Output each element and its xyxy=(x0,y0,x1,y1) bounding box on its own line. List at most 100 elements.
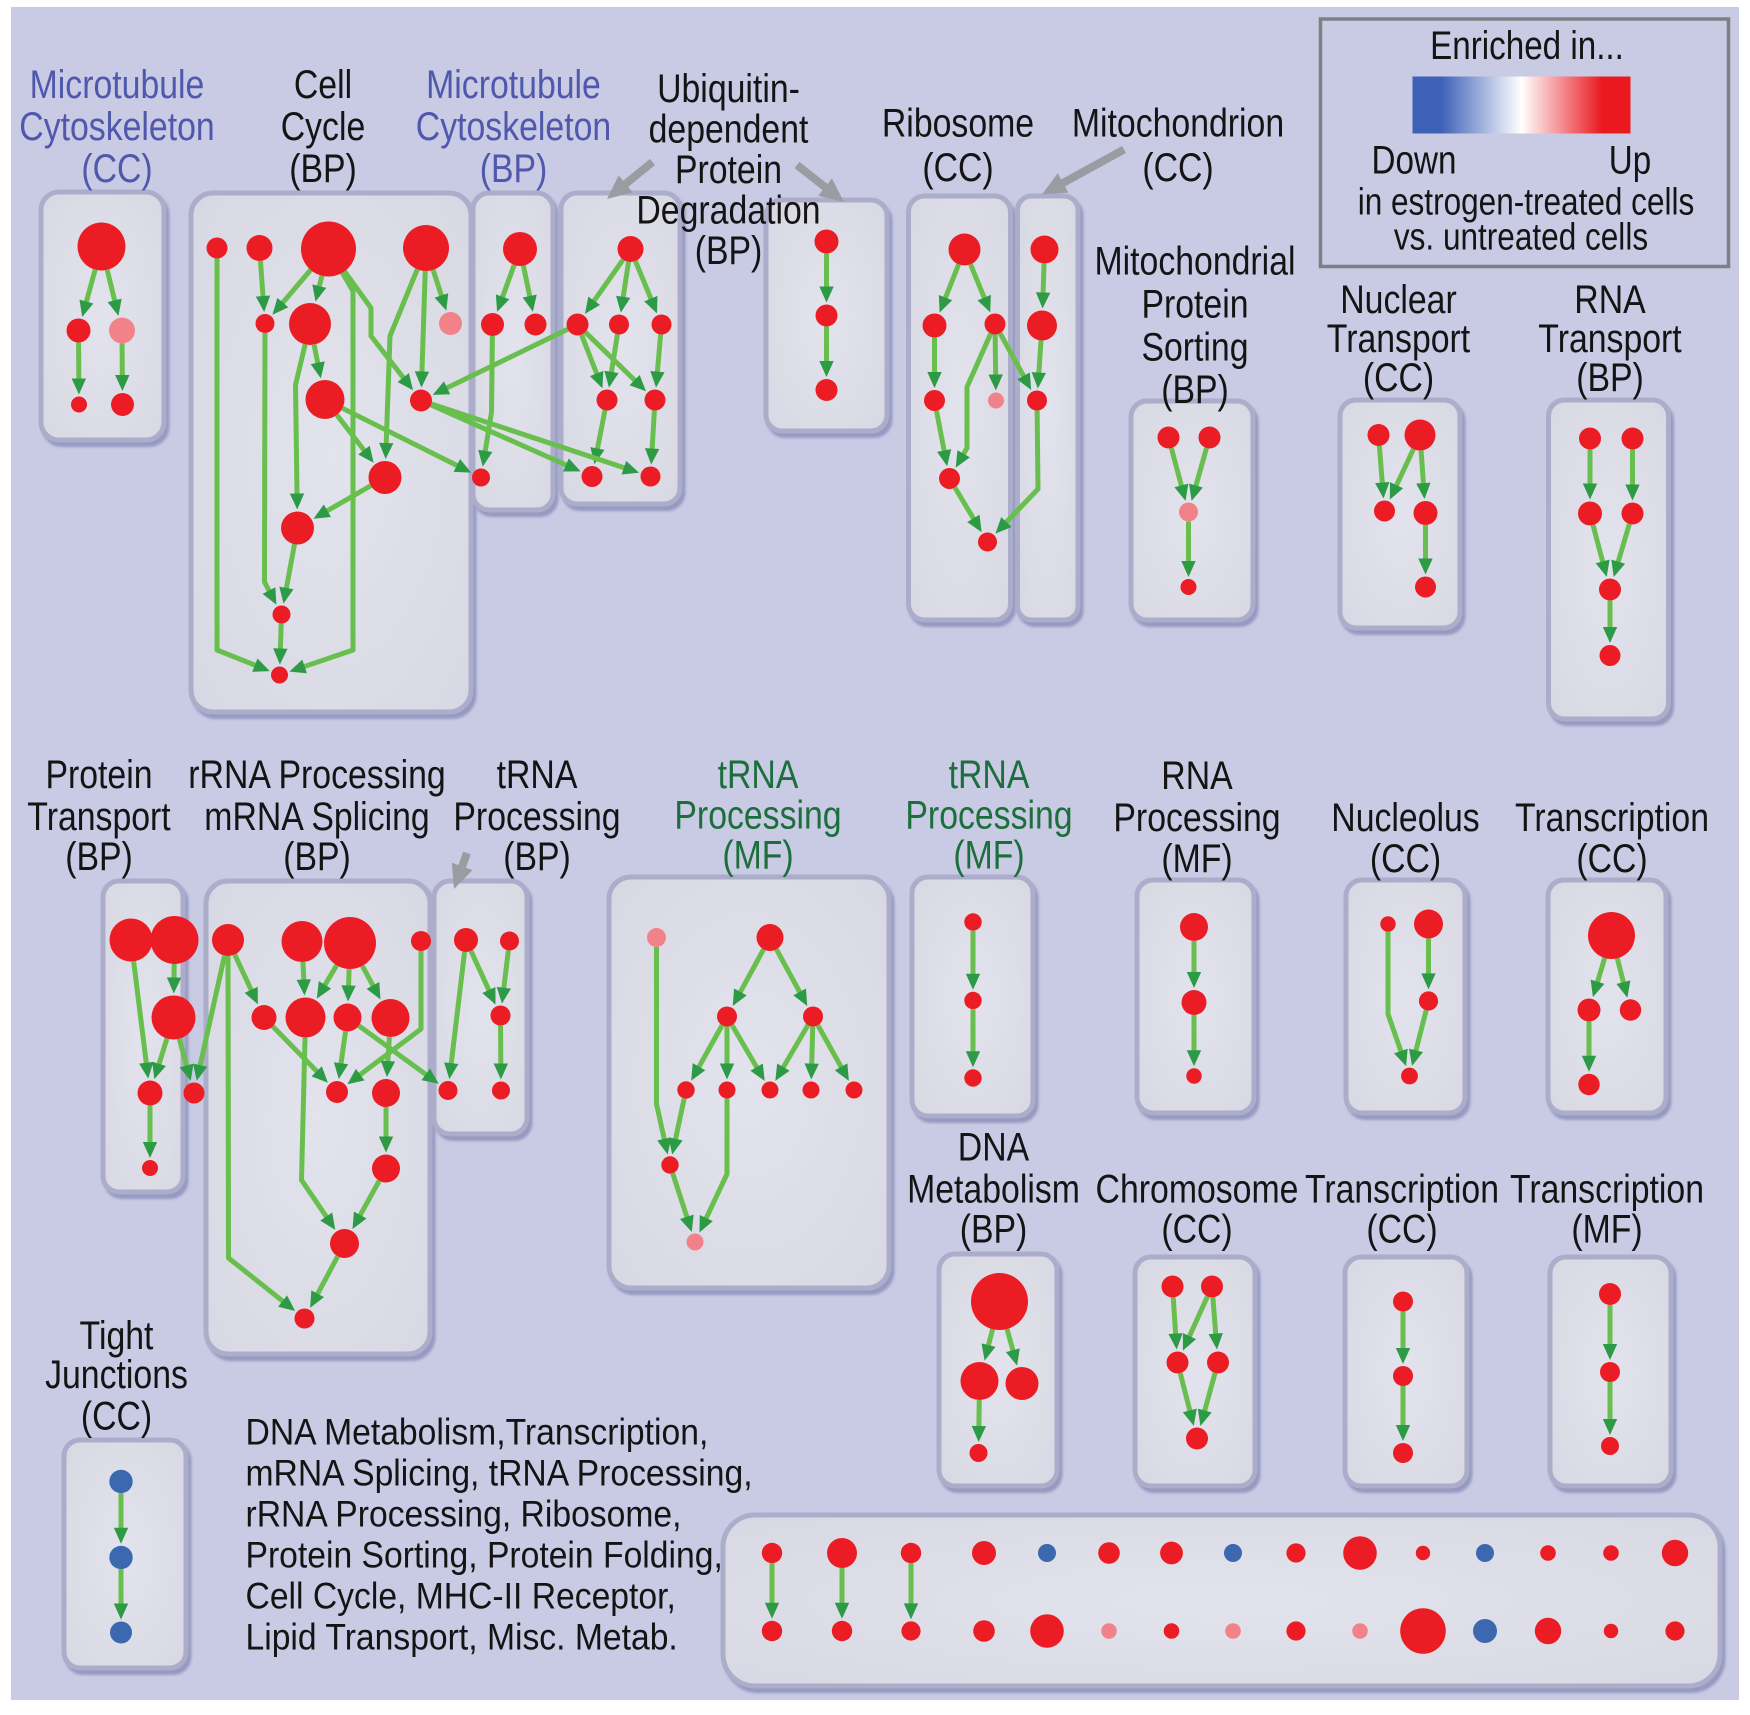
edge-trna-processing-bp-b1-b3-shaft xyxy=(468,949,493,994)
node-nucleolus-cc-l2 xyxy=(1414,909,1443,939)
edge-rrna-processing-mrna-splicing-bp-e11-e12-arrowhead xyxy=(352,1211,367,1230)
edge-trna-processing-bp-b2-b3-shaft xyxy=(501,950,511,991)
edge-rna-transport-bp-s3-s5-arrowhead xyxy=(1595,559,1610,577)
edge-cell-cycle-bp-c10-c11-shaft xyxy=(323,483,372,515)
edge-ubiquitin-degradation-left-u3-u5-shaft xyxy=(654,334,664,375)
edge-rrna-processing-mrna-splicing-bp-e1-e5-arrowhead xyxy=(244,986,258,1005)
label-nuclear-transport-cc-line-2: (CC) xyxy=(1363,356,1434,400)
edge-cell-cycle-bp-c4-c7-shaft xyxy=(430,269,445,300)
label-microtubule-cytoskeleton-bp-line-0: Microtubule xyxy=(426,63,601,107)
node-rna-processing-mf-k3 xyxy=(1186,1068,1202,1084)
label-mitochondrial-protein-sorting-bp-line-0: Mitochondrial xyxy=(1095,240,1296,284)
edge-ubiquitin-degradation-left-u1-u5-arrowhead xyxy=(629,374,647,392)
edge-ribosome-cc-r1-r3-arrowhead xyxy=(977,294,991,313)
edge-protein-transport-bp-q2-q3-arrowhead xyxy=(166,977,182,994)
edge-mitochondrion-cc-m1-m2-arrowhead xyxy=(1035,292,1051,309)
edge-ubiquitin-degradation-left-u0-u3-shaft xyxy=(633,260,655,303)
edge-transcription-cc-lower-y2-y3-arrowhead xyxy=(1395,1425,1411,1441)
node-trna-processing-mf-small-h1 xyxy=(964,913,982,931)
label-transcription-cc-lower-line-1: (CC) xyxy=(1366,1208,1437,1252)
edge-cross-mitochondrion-cc-m3-ribosome-cc-r7-shaft xyxy=(1002,410,1041,526)
edge-nuclear-transport-cc-n2-n3-shaft xyxy=(1393,447,1416,489)
node-ribosome-cc-r4 xyxy=(924,390,945,411)
node-rna-transport-bp-s5 xyxy=(1599,578,1621,601)
edge-microtubule-cytoskeleton-cc-a1-a3-shaft xyxy=(104,269,118,304)
edge-trna-processing-mf-large-g4-g7-shaft xyxy=(779,1023,811,1071)
cluster-box-microtubule-cytoskeleton-cc xyxy=(38,189,167,443)
label-trna-processing-bp-line-0: tRNA xyxy=(497,753,578,797)
edge-cell-cycle-bp-c8-c10-shaft xyxy=(334,413,368,455)
edge-rna-transport-bp-s3-s5-shaft xyxy=(1590,524,1606,565)
edge-rrna-processing-mrna-splicing-bp-e5-e9-shaft xyxy=(270,1024,321,1076)
edge-ribosome-cc-r4-r6-arrowhead xyxy=(937,449,952,467)
edge-trna-processing-bp-b3-b5-arrowhead xyxy=(493,1063,509,1080)
edge-cell-cycle-bp-c5-c12-shaft xyxy=(262,332,273,595)
text-block-line-1: mRNA Splicing, tRNA Processing, xyxy=(246,1453,753,1494)
node-cell-cycle-bp-c8 xyxy=(305,380,345,419)
edge-mitochondrion-cc-m1-m2-shaft xyxy=(1040,263,1047,296)
legend-caption-line2: vs. untreated cells xyxy=(1394,217,1648,259)
edge-rna-transport-bp-s1-s3-arrowhead xyxy=(1582,483,1598,500)
edge-microtubule-cytoskeleton-cc-a2-a4-arrowhead xyxy=(71,378,87,395)
edge-chromosome-cc-x4-x5-arrowhead xyxy=(1197,1408,1212,1426)
edge-chromosome-cc-x4-x5-shaft xyxy=(1201,1372,1218,1415)
edge-microtubule-cytoskeleton-bp-t1-t3-arrowhead xyxy=(522,294,537,312)
edge-cell-cycle-bp-c3-c13-shaft xyxy=(300,271,356,670)
cluster-box-rrna-processing-mrna-splicing-bp xyxy=(203,878,433,1357)
edge-trna-processing-mf-large-g4-g9-shaft xyxy=(815,1024,845,1071)
grey-arrow-ubiquitin-to-left-box-shaft xyxy=(619,158,656,190)
node-tight-junctions-cc-j1 xyxy=(109,1469,133,1494)
node-misc-bottom-mb1 xyxy=(761,1620,783,1642)
node-nuclear-transport-cc-n3 xyxy=(1374,500,1395,522)
edge-cross-rrna-processing-mrna-splicing-bp-e1-protein-transport-bp-q5-arrowhead xyxy=(193,1063,208,1081)
edge-rrna-processing-mrna-splicing-bp-e6-e12-shaft xyxy=(299,1037,331,1221)
edge-cross-ubiquitin-degradation-left-u1-cell-cycle-bp-c9-arrowhead xyxy=(432,381,451,395)
node-transcription-cc-lower-y3 xyxy=(1393,1443,1413,1463)
edge-protein-transport-bp-q3-q4-shaft xyxy=(155,1037,170,1068)
label-rna-transport-bp-line-1: Transport xyxy=(1538,317,1681,361)
edge-trna-processing-mf-large-g4-g8-arrowhead xyxy=(804,1063,819,1080)
label-tight-junctions-cc-line-0: Tight xyxy=(80,1314,154,1358)
edge-dna-metabolism-bp-d1-d2-arrowhead xyxy=(981,1343,996,1361)
edge-trna-processing-mf-small-h2-h3-arrowhead xyxy=(965,1051,981,1068)
edge-rrna-processing-mrna-splicing-bp-e3-e8-shaft xyxy=(360,964,377,990)
label-transcription-cc-upper-line-0: Transcription xyxy=(1515,796,1709,840)
label-nucleolus-cc-line-1: (CC) xyxy=(1370,837,1441,881)
edge-microtubule-cytoskeleton-bp-t2-t4-shaft xyxy=(482,335,495,455)
node-misc-bottom-mb5 xyxy=(1030,1614,1064,1648)
edge-cell-cycle-bp-c3-c9-arrowhead xyxy=(397,373,414,391)
edge-trna-processing-mf-large-g3-g6-arrowhead xyxy=(719,1063,735,1080)
label-nucleolus-cc-line-0: Nucleolus xyxy=(1331,796,1479,840)
node-nuclear-transport-cc-n1 xyxy=(1367,424,1390,446)
edge-tight-junctions-cc-j2-j3-arrowhead xyxy=(113,1603,129,1620)
edge-chromosome-cc-x1-x3-arrowhead xyxy=(1168,1333,1183,1350)
label-mitochondrial-protein-sorting-bp-line-2: Sorting xyxy=(1141,326,1248,370)
edge-chromosome-cc-x3-x5-arrowhead xyxy=(1182,1408,1197,1426)
node-misc-bottom-mb6 xyxy=(1101,1623,1117,1639)
text-block-line-4: Cell Cycle, MHC-II Receptor, xyxy=(246,1576,676,1617)
edge-ubiquitin-degradation-left-u5-u7-arrowhead xyxy=(644,448,660,465)
grey-arrow-ubiquitin-to-left-box-head xyxy=(607,175,633,199)
node-chromosome-cc-x1 xyxy=(1161,1275,1184,1298)
edge-trna-processing-mf-large-g2-g3-shaft xyxy=(736,948,766,996)
label-rna-transport-bp-line-0: RNA xyxy=(1574,278,1646,322)
edge-nucleolus-cc-l3-l4-arrowhead xyxy=(1409,1048,1423,1066)
node-microtubule-cytoskeleton-cc-a3 xyxy=(109,317,135,344)
label-protein-transport-bp-line-1: Transport xyxy=(27,795,170,839)
edge-cell-cycle-bp-c4-c9-arrowhead xyxy=(414,371,430,388)
edge-ubiquitin-degradation-left-u2-u4-arrowhead xyxy=(604,370,619,388)
label-mitochondrion-cc-line-0: Mitochondrion xyxy=(1072,102,1284,146)
node-trna-processing-mf-small-h3 xyxy=(964,1069,982,1087)
edge-ubiquitin-degradation-left-u1-u4-shaft xyxy=(579,333,601,378)
label-rna-processing-mf-line-2: (MF) xyxy=(1161,837,1232,881)
node-rna-transport-bp-s4 xyxy=(1621,502,1644,525)
edge-rrna-processing-mrna-splicing-bp-e6-e12-arrowhead xyxy=(320,1212,336,1230)
node-cell-cycle-bp-c1 xyxy=(206,237,228,259)
edge-trna-processing-bp-b1-b3-arrowhead xyxy=(482,987,496,1005)
layer-edges xyxy=(71,253,1640,1620)
text-block-line-3: Protein Sorting, Protein Folding, xyxy=(246,1535,723,1576)
edge-misc-bottom-mt1-mb1-arrowhead xyxy=(764,1602,780,1619)
edge-ribosome-cc-r1-r2-shaft xyxy=(942,263,961,302)
grey-arrow-ubiquitin-to-right-box-head xyxy=(818,178,844,202)
